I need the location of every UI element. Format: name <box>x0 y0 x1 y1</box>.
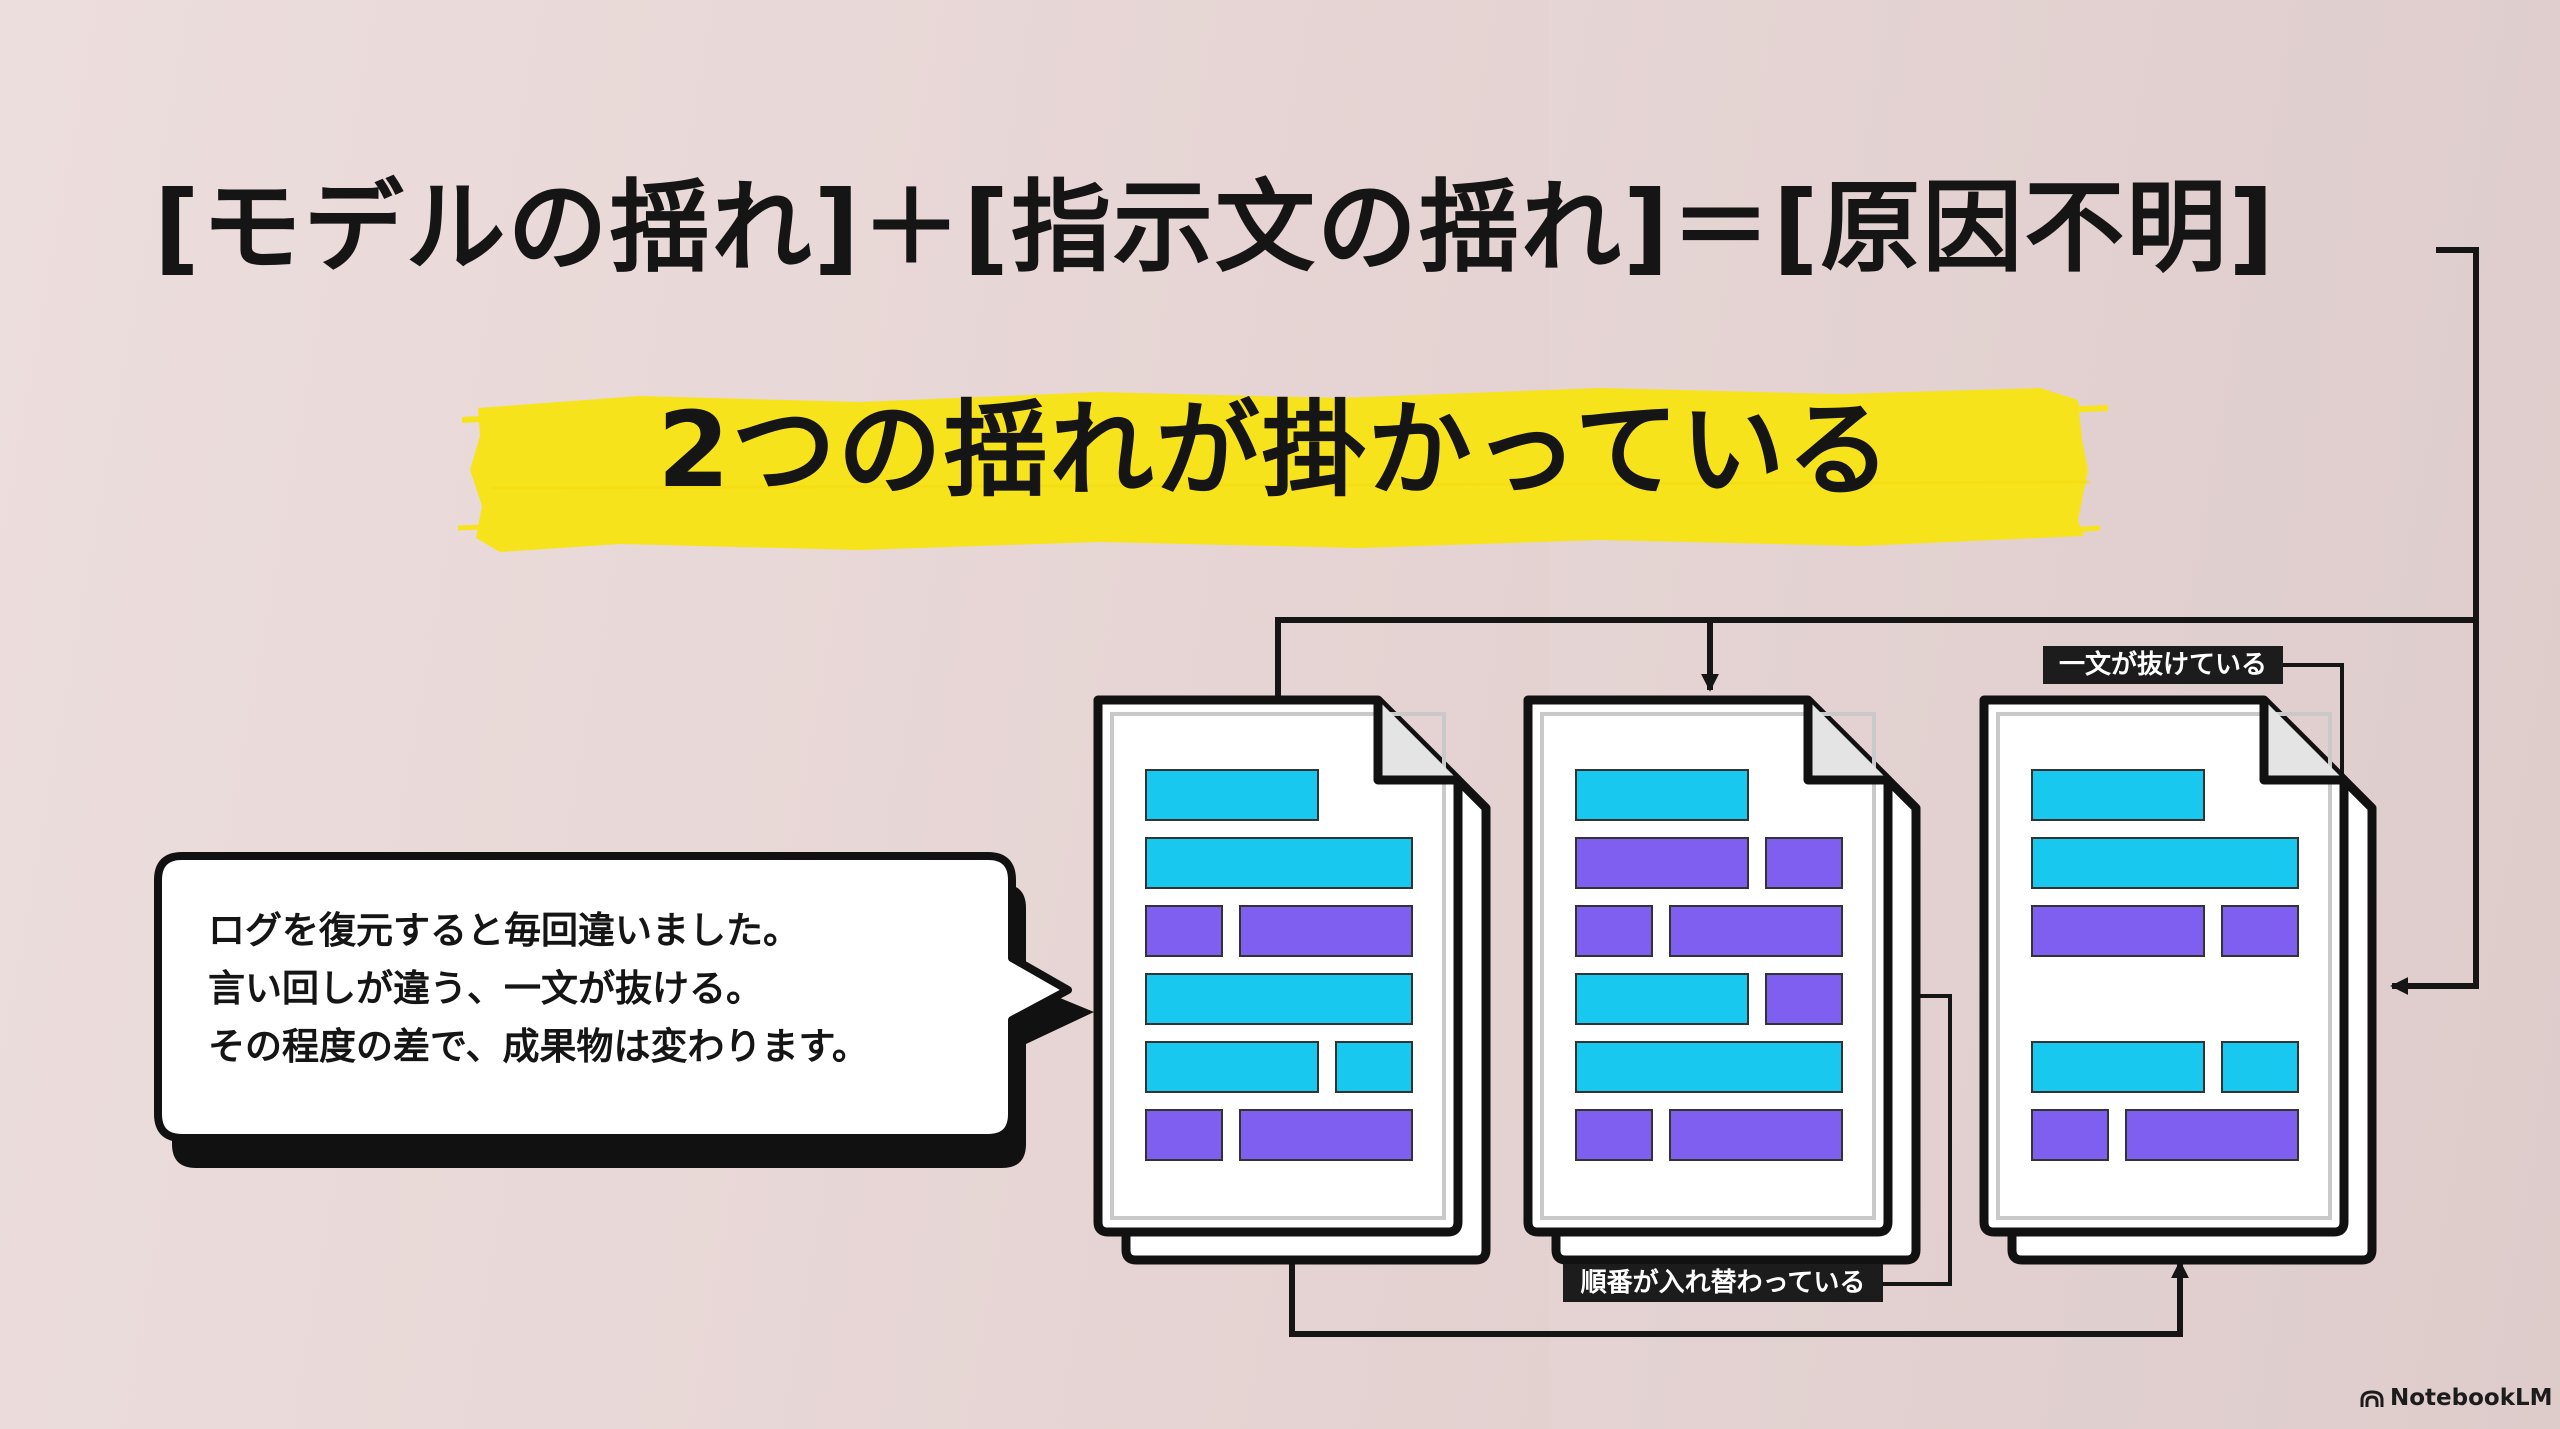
document-1 <box>1093 695 1491 1265</box>
connector-lines <box>1275 247 2479 1337</box>
order-swapped-label: 順番が入れ替わっている <box>1563 1264 1883 1302</box>
speech-line-1: ログを復元すると毎回違いました。 <box>208 909 800 952</box>
brand-watermark: NotebookLM <box>2360 1382 2553 1414</box>
speech-line-3: その程度の差で、成果物は変わります。 <box>208 1025 869 1068</box>
document-3 <box>1979 695 2377 1265</box>
headline: 2つの揺れが掛かっている <box>657 389 1893 511</box>
arrow-doc1-to-doc3 <box>1289 1250 2189 1337</box>
brand-name: NotebookLM <box>2390 1385 2553 1411</box>
document-2 <box>1523 695 1921 1265</box>
arrow-to-document-3 <box>2390 620 2479 995</box>
speech-line-2: 言い回しが違う、一文が抜ける。 <box>208 967 763 1010</box>
notebooklm-logo-icon <box>2360 1389 2384 1407</box>
speech-bubble-text: ログを復元すると毎回違いました。 言い回しが違う、一文が抜ける。 その程度の差で… <box>208 902 1008 1076</box>
yellow-brush-highlight <box>457 388 2109 552</box>
missing-sentence-label: 一文が抜けている <box>2043 646 2283 684</box>
page-title: [モデルの揺れ]＋[指示文の揺れ]＝[原因不明] <box>153 169 2277 286</box>
speech-bubble <box>154 852 1094 1168</box>
